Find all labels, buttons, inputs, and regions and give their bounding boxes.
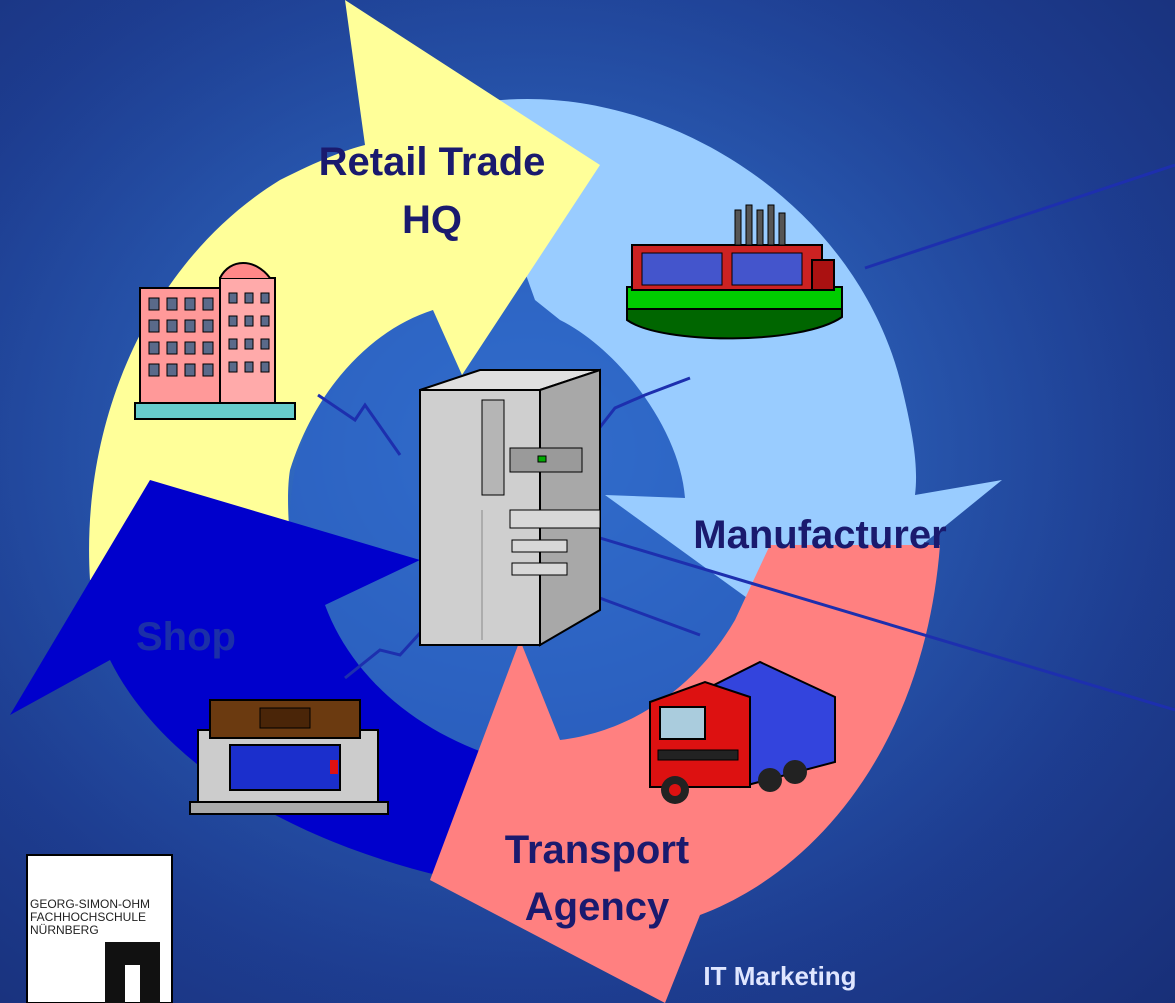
link-manufacturer: [588, 376, 691, 441]
manufacturer-label: Manufacturer: [693, 513, 946, 557]
retail-arrow: [89, 0, 600, 600]
link-retail: [317, 393, 402, 456]
shop-icon: [189, 699, 389, 815]
server-tower-icon: [419, 368, 601, 647]
manufacturer-arrow: [465, 98, 1002, 640]
zoom-line-top: [864, 163, 1175, 270]
zoom-line-bottom: [589, 533, 1175, 712]
truck-icon: [649, 660, 836, 804]
factory-icon: [626, 204, 843, 340]
logo-line3: NÜRNBERG: [30, 923, 99, 937]
transport-label-line2: Agency: [525, 885, 670, 929]
retail-label-line2: HQ: [402, 198, 462, 242]
transport-label-line1: Transport: [505, 828, 689, 872]
retail-label-line1: Retail Trade: [319, 140, 546, 184]
logo-line1: GEORG-SIMON-OHM: [30, 897, 150, 911]
shop-label: Shop: [136, 615, 236, 659]
logo-line2: FACHHOCHSCHULE: [30, 910, 146, 924]
footer-label: IT Marketing: [703, 961, 856, 991]
shop-arrow: [10, 480, 560, 895]
school-logo: GEORG-SIMON-OHM FACHHOCHSCHULE NÜRNBERG: [26, 854, 173, 1003]
logo-mark: [105, 942, 160, 1003]
office-building-icon: [134, 262, 296, 420]
